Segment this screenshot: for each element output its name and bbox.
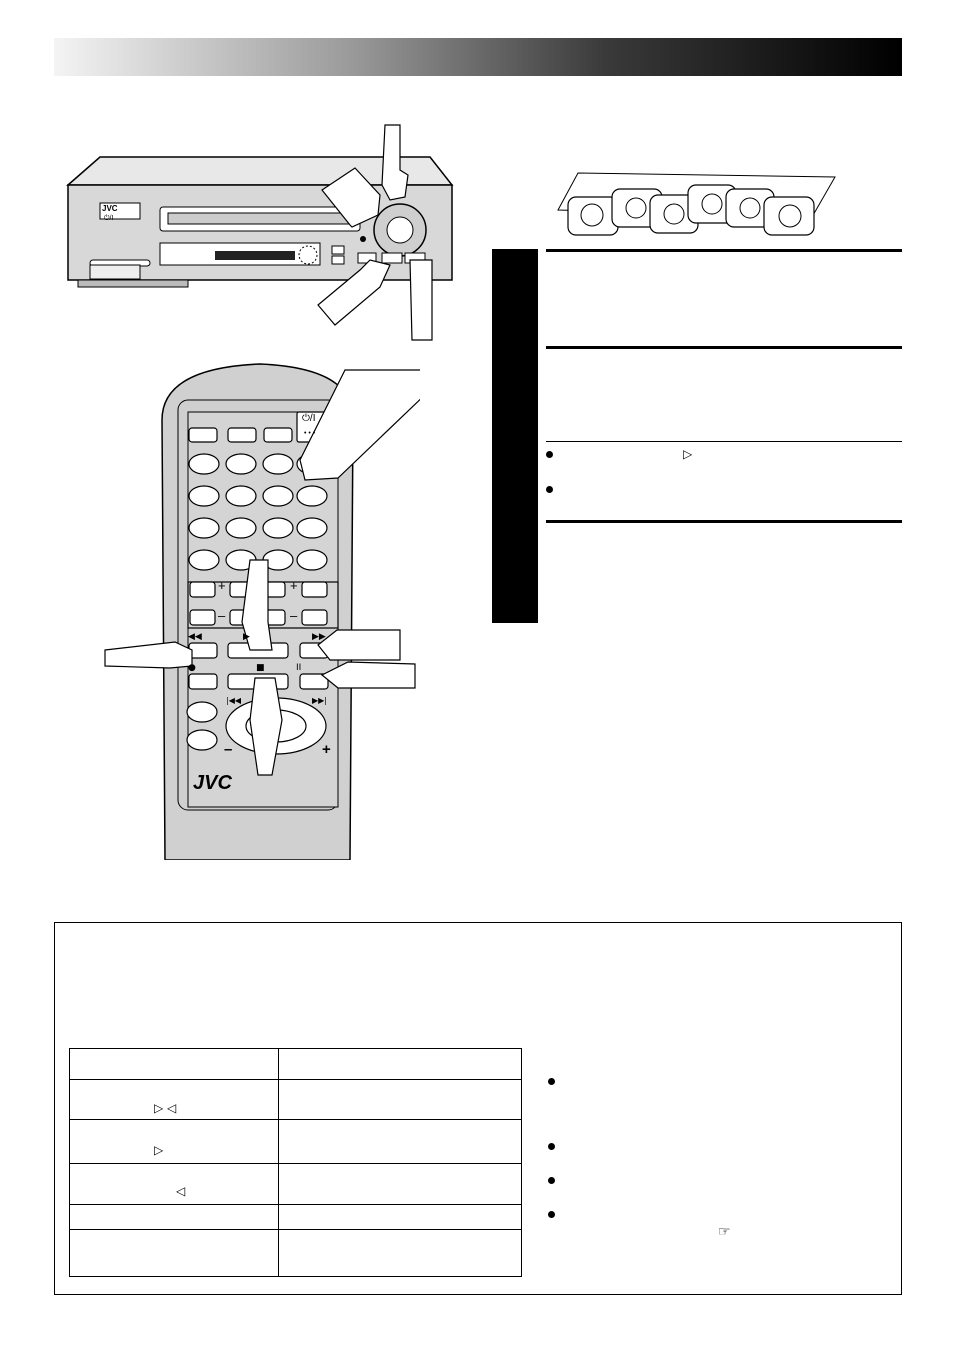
slow-forward-icon: ▷ <box>154 1143 164 1157</box>
rule-4 <box>546 520 902 523</box>
remote-next-symbol: ▶▶| <box>312 696 327 705</box>
note-bullet-3 <box>548 1177 555 1184</box>
table-cell <box>278 1048 522 1080</box>
table-row: ▷ <box>69 1119 522 1164</box>
remote-plus-left: + <box>218 578 226 593</box>
bullet-1 <box>546 451 553 458</box>
table-cell <box>278 1229 522 1277</box>
remote-minus-bottom: – <box>224 741 233 758</box>
table-cell <box>278 1119 522 1164</box>
table-cell <box>278 1079 522 1120</box>
table-cell <box>278 1163 522 1205</box>
remote-power-dots: • • • <box>304 430 316 437</box>
remote-power-label: ⏻/I <box>302 413 316 424</box>
rule-3 <box>546 441 902 442</box>
side-tab <box>492 249 538 623</box>
remote-prev-symbol: |◀◀ <box>226 696 241 705</box>
header-bar <box>54 38 902 76</box>
vcr-brand: JVC <box>102 204 118 213</box>
note-bullet-4 <box>548 1211 555 1218</box>
pointing-hand-icon: ☞ <box>718 1223 731 1239</box>
vcr-power-label: ⏻/I <box>104 215 114 222</box>
bullet-2 <box>546 486 553 493</box>
remote-plus-bottom: + <box>322 741 331 758</box>
table-row <box>69 1204 522 1230</box>
remote-pause-symbol: II <box>296 663 302 673</box>
remote-stop-symbol: ■ <box>256 663 265 673</box>
slow-forward-reverse-icon: ▷ ◁ <box>154 1101 177 1115</box>
remote-play-symbol: ▶ <box>243 632 250 642</box>
table-row: ◁ <box>69 1163 522 1205</box>
table-row <box>69 1229 522 1277</box>
note-bullet-1 <box>548 1078 555 1085</box>
table-cell <box>278 1204 522 1230</box>
table-cell <box>69 1204 279 1230</box>
note-bullet-2 <box>548 1143 555 1150</box>
note-box <box>54 922 902 1295</box>
vcr-illustration <box>66 124 454 341</box>
remote-ff-symbol: ▶▶ <box>312 632 326 642</box>
remote-rew-symbol: ◀◀ <box>188 632 202 642</box>
table-cell <box>69 1229 279 1277</box>
remote-rec-symbol: ● <box>188 663 196 673</box>
remote-minus-right: – <box>290 608 298 623</box>
cartoon-frames-illustration <box>557 172 836 236</box>
remote-minus-left: – <box>218 608 226 623</box>
rule-1 <box>546 249 902 252</box>
remote-illustration <box>104 363 420 860</box>
table-row <box>69 1048 522 1080</box>
rule-2 <box>546 346 902 349</box>
table-row: ▷ ◁ <box>69 1079 522 1120</box>
play-outline-icon: ▷ <box>683 447 693 461</box>
feature-table: ▷ ◁ ▷ ◁ <box>69 1048 522 1277</box>
slow-reverse-icon: ◁ <box>176 1184 186 1198</box>
remote-brand: JVC <box>193 772 232 794</box>
remote-plus-right: + <box>290 578 298 593</box>
table-cell <box>69 1048 279 1080</box>
